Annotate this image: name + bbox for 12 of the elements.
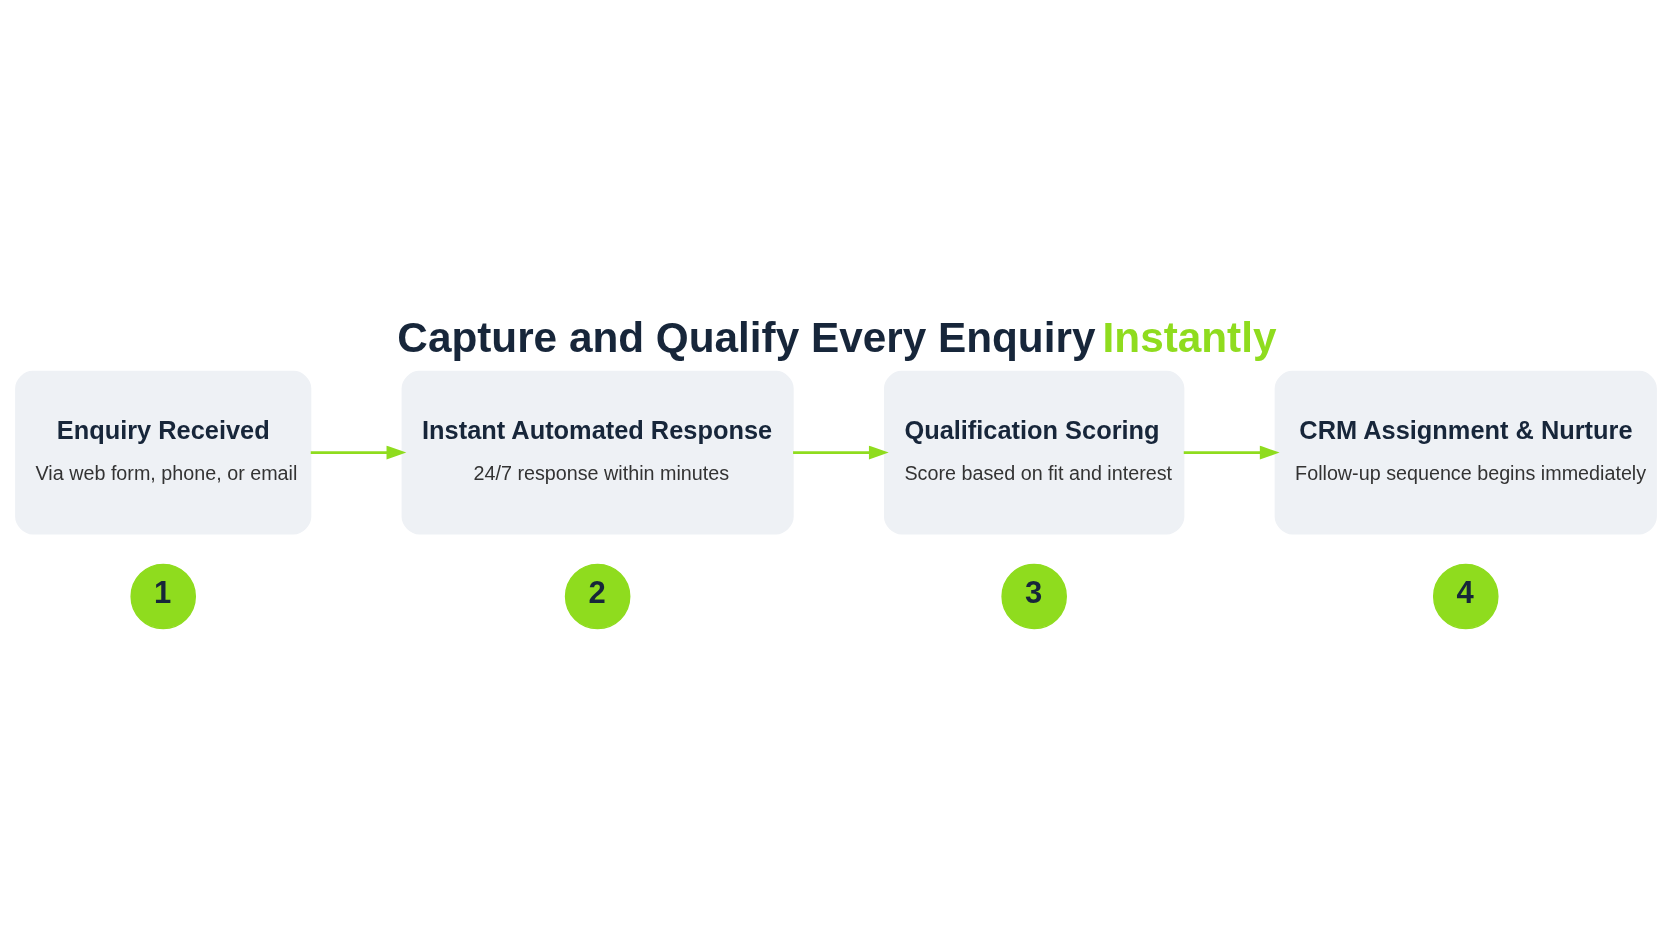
node-box: Qualification Scoring Score based on fit and interest <box>883 370 1185 534</box>
node-circle: 1 <box>130 563 196 629</box>
node-circle: 2 <box>564 563 631 629</box>
diagram-title: Capture and Qualify Every Enquiry Instantly <box>397 313 1277 361</box>
node-box: CRM Assignment & Nurture Follow-up sequence begins immediately <box>1274 370 1657 534</box>
node-circle: 3 <box>1001 563 1067 629</box>
node-circle: 4 <box>1432 563 1499 629</box>
arrow <box>310 445 407 459</box>
arrow <box>1183 445 1280 459</box>
node-box: Enquiry Received Via web form, phone, or email <box>15 370 312 534</box>
arrow <box>793 445 889 459</box>
node-box: Instant Automated Response 24/7 response within minutes <box>401 370 794 534</box>
